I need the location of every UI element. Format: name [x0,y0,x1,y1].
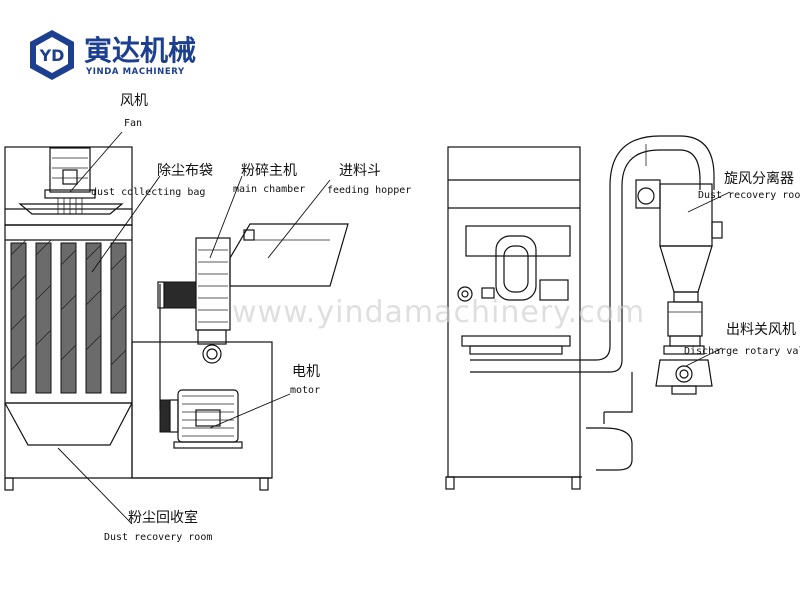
right-view [445,135,723,490]
label-fan-en: Fan [124,118,142,129]
leader-lines [57,131,731,525]
brand-logo: YD 寅达机械 YINDA MACHINERY [30,30,196,80]
label-dust-bag-en: dust collecting bag [91,187,205,198]
dust-bag [85,242,102,394]
label-rotary-valve-cn: 出料关风机 [726,322,796,338]
label-rotary-valve: 出料关风机 Discharge rotary valve [684,322,800,357]
svg-text:YD: YD [39,46,65,65]
main-chamber [157,237,231,410]
logo-brand-cn: 寅达机械 [84,34,196,67]
dust-collecting-bags [10,239,127,394]
logo-brand-en: YINDA MACHINERY [85,67,185,77]
label-motor-cn: 电机 [292,364,320,380]
label-hopper-cn: 进料斗 [339,163,381,179]
label-fan-cn: 风机 [120,93,148,109]
label-rotary-valve-en: Discharge rotary valve [684,346,800,357]
label-fan: 风机 Fan [120,93,148,129]
label-motor: 电机 motor [290,364,320,396]
dust-bag [110,242,127,394]
label-dust-room-cn: 粉尘回收室 [128,509,198,526]
feeding-hopper [229,223,349,287]
label-cyclone-en: Dust recovery room [698,190,800,201]
cyclone-separator [635,179,723,347]
motor [159,389,243,449]
label-main-chamber-en: main chamber [233,184,305,195]
label-cyclone-cn: 旋风分离器 [724,170,794,187]
label-dust-room-en: Dust recovery room [104,532,212,543]
motor-base-frame [4,341,273,491]
label-hopper: 进料斗 feeding hopper [327,163,411,196]
dust-bag [10,242,27,394]
dust-bag [60,242,77,394]
pipework [470,135,715,471]
watermark-text: www.yindamachinery.com [232,295,645,330]
label-hopper-en: feeding hopper [327,185,411,196]
fan [18,147,124,215]
label-motor-en: motor [290,385,320,396]
label-dust-room: 粉尘回收室 Dust recovery room [104,509,212,543]
label-cyclone: 旋风分离器 Dust recovery room [698,170,800,201]
label-dust-bag-cn: 除尘布袋 [157,163,213,179]
dust-bag [35,242,52,394]
rotary-valve [655,345,713,395]
grinder-head [457,225,571,355]
label-main-chamber-cn: 粉碎主机 [241,163,297,179]
label-main-chamber: 粉碎主机 main chamber [233,163,305,195]
label-dust-bag: 除尘布袋 dust collecting bag [91,163,213,198]
left-view [4,146,349,491]
right-frame [445,146,582,490]
